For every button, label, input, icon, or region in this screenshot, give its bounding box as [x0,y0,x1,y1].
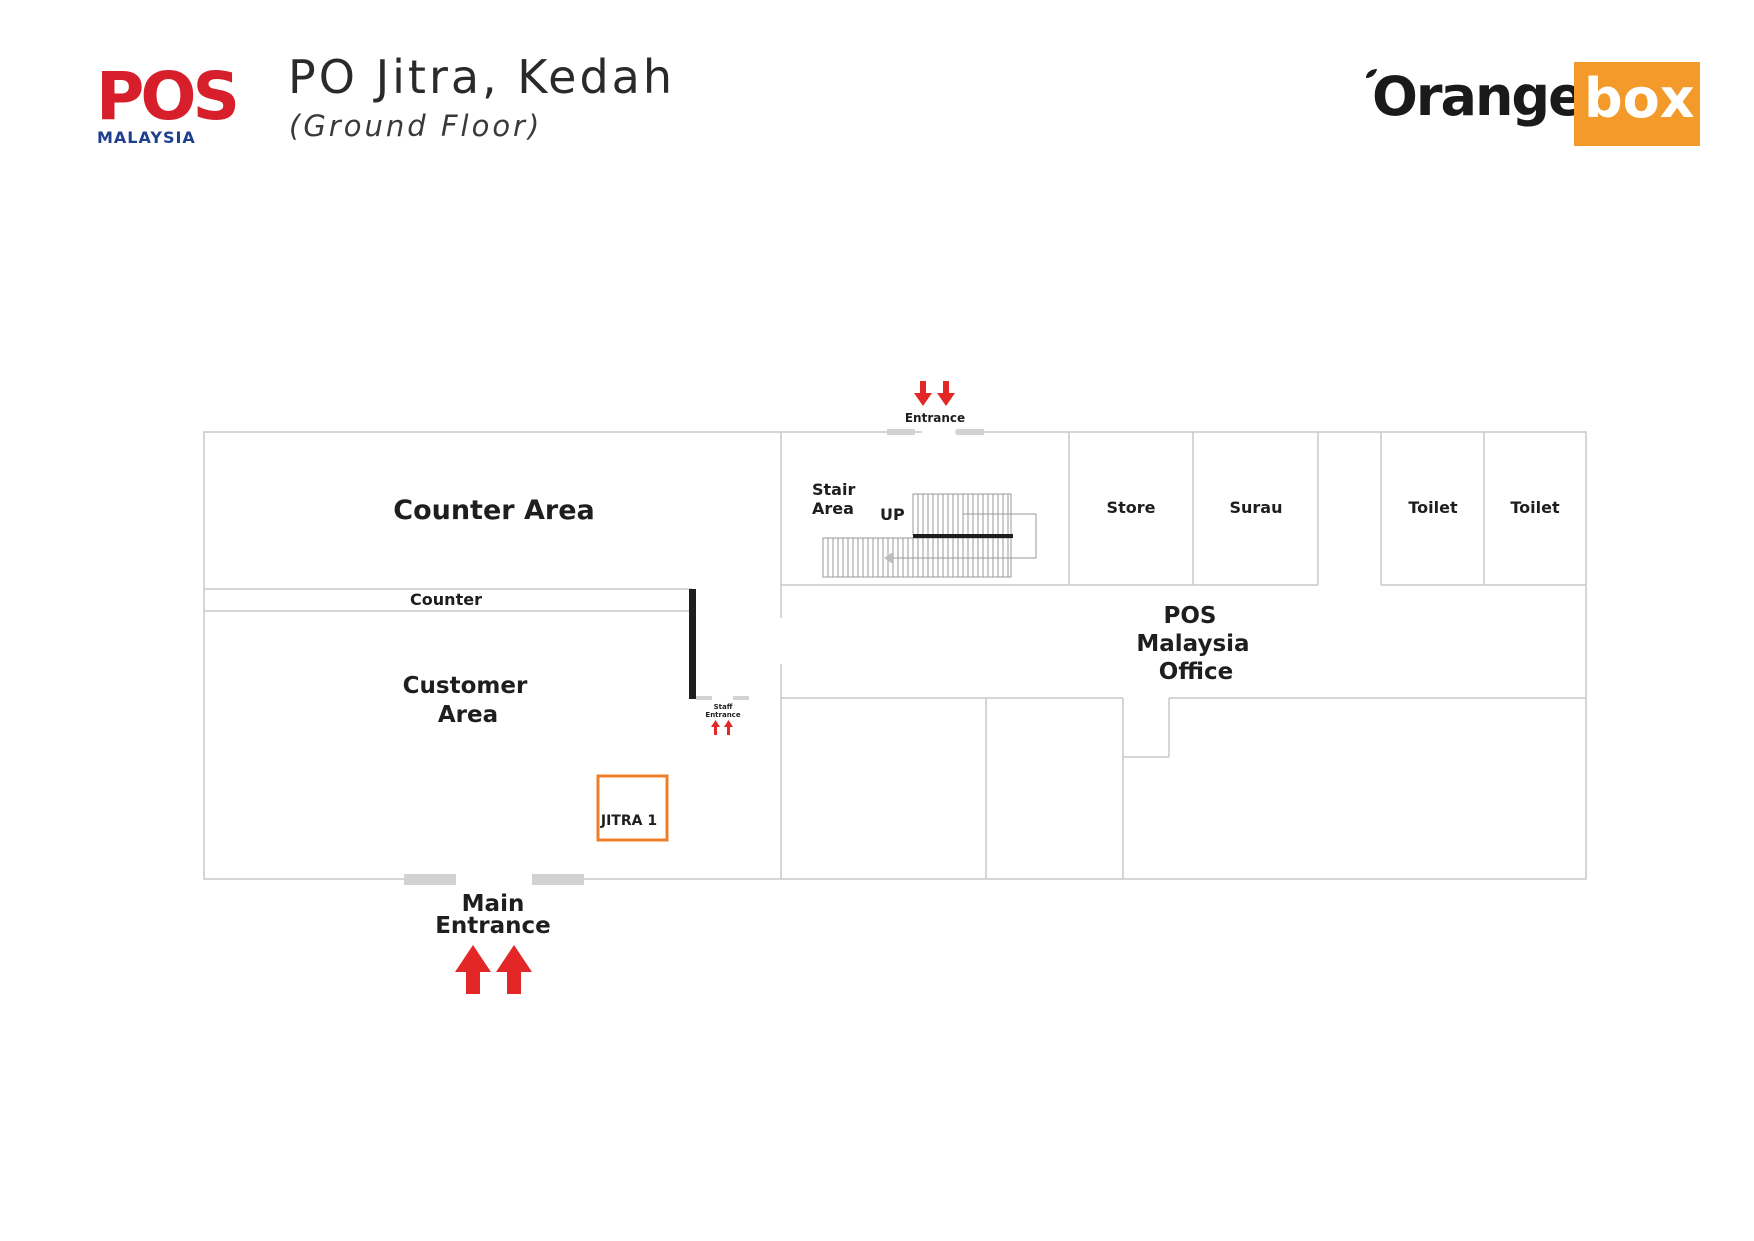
up-arrow-icon [724,720,733,735]
page-title: PO Jitra, Kedah [288,50,676,104]
partition-wall [689,589,696,699]
door-slabs [404,429,984,885]
staff-entrance-label-line2: Entrance [705,711,740,719]
stair-up-label: UP [880,505,905,524]
counter-label: Counter [410,590,482,609]
main-entrance-arrows [455,945,532,994]
customer-area-label-line1: Customer [403,673,528,699]
pos-malaysia-logo: POS MALAYSIA [96,58,240,150]
locker-marker[interactable] [596,774,669,842]
main-entrance-label-line2: Entrance [435,913,551,939]
locker-label: JITRA 1 [600,813,657,829]
pos-logo-wordmark: POS [96,58,240,135]
office-label-line1: POS [1164,603,1217,629]
stair-landing-wall [913,534,1013,538]
orangebox-logo: Orange box [1364,62,1704,146]
surau-label: Surau [1230,498,1283,517]
pos-logo-subtext: MALAYSIA [97,128,196,147]
stair-area-label-line2: Area [812,499,854,518]
orangebox-logo-right: box [1584,67,1695,130]
up-arrow-icon [496,945,532,994]
door-openings [456,428,955,883]
store-label: Store [1107,498,1156,517]
top-entrance-label: Entrance [905,411,965,425]
top-entrance-arrows [914,381,955,406]
page-subtitle: (Ground Floor) [289,109,543,143]
down-arrow-icon [937,381,955,406]
stair-area-label-line1: Stair [812,480,855,499]
office-label-line2: Malaysia [1136,631,1249,657]
main-entrance-label-line1: Main [462,891,525,917]
staff-entrance-label-line1: Staff [714,703,733,711]
office-label-line3: Office [1159,659,1233,685]
orangebox-logo-left: Orange [1372,65,1585,128]
leaf-icon [1366,69,1377,78]
staircase [822,493,1037,578]
up-arrow-icon [711,720,720,735]
toilet-label-1: Toilet [1408,498,1458,517]
toilet-label-2: Toilet [1510,498,1560,517]
orangebox-logo-box: box [1574,62,1700,146]
down-arrow-icon [914,381,932,406]
staff-entrance-arrows [711,720,733,735]
counter-area-label: Counter Area [393,495,595,526]
up-arrow-icon [455,945,491,994]
customer-area-label-line2: Area [438,702,498,728]
